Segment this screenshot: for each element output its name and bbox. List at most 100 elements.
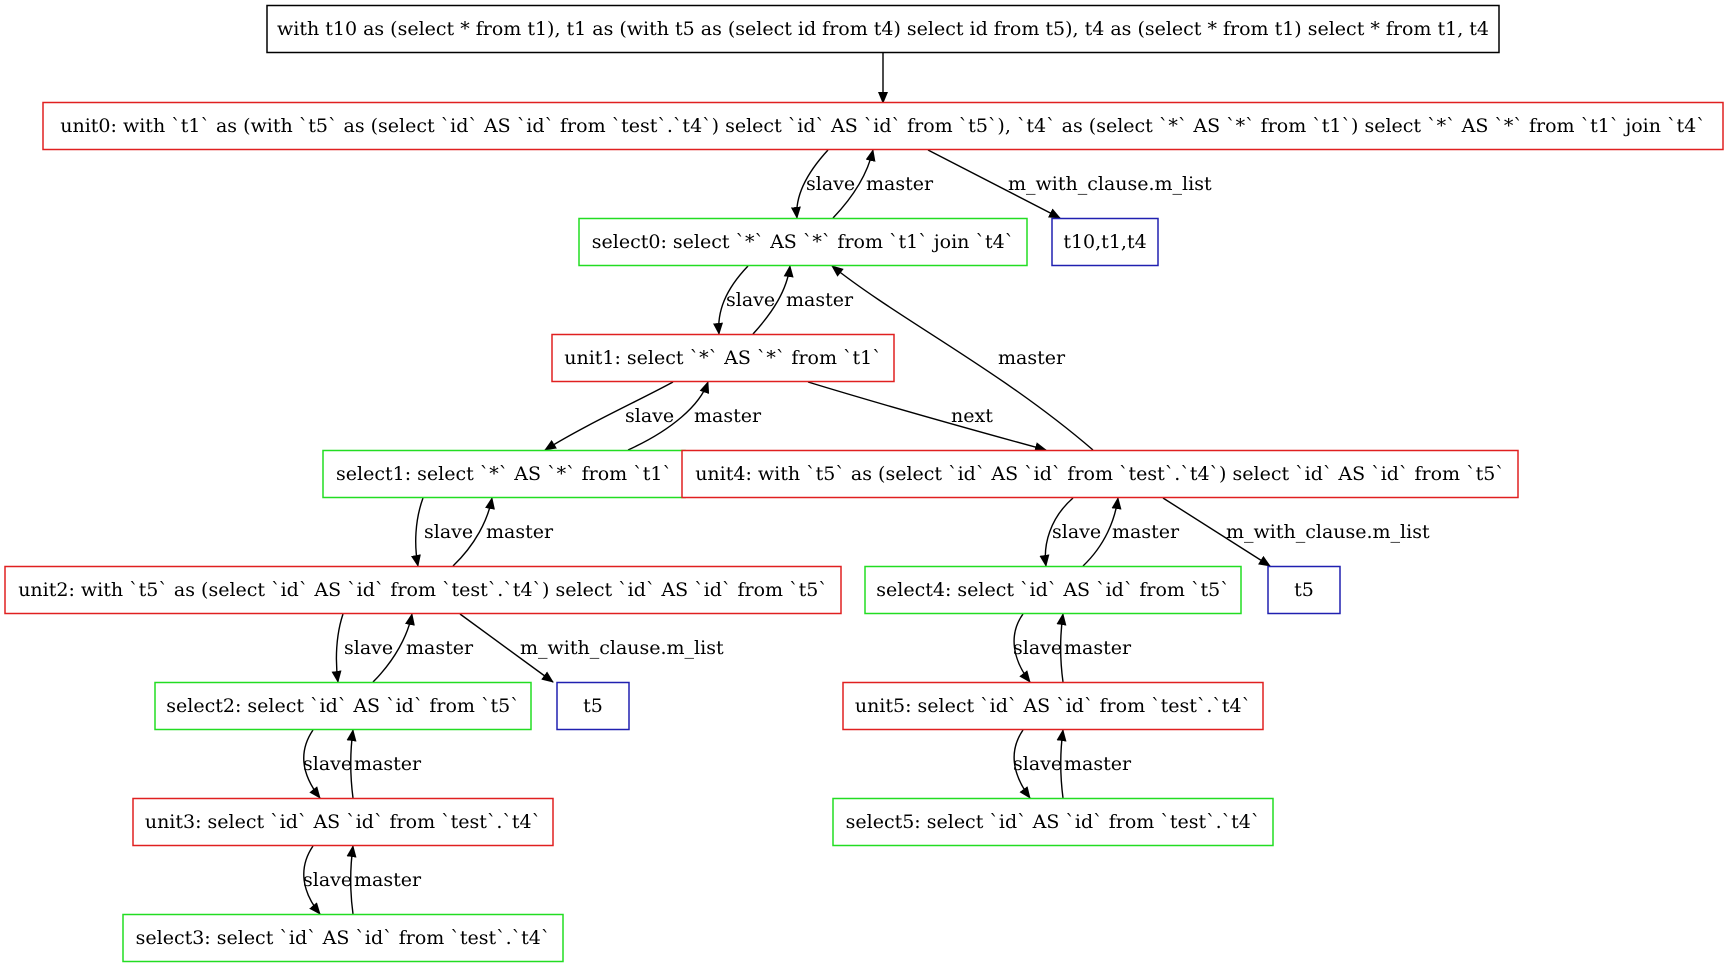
node-label-select2: select2: select `id` AS `id` from `t5` (166, 695, 519, 717)
edge-label-unit2-to-list2: m_with_clause.m_list (520, 637, 724, 659)
node-box-list4 (1267, 565, 1341, 615)
node-root: with t10 as (select * from t1), t1 as (w… (266, 4, 1500, 54)
edge-select3-to-unit3 (346, 845, 357, 915)
edge-label-select2-to-unit2: master (406, 637, 474, 659)
edge-label-unit1-to-unit4: next (951, 405, 993, 427)
edge-label-select0-to-unit0: master (866, 173, 934, 195)
edge-label-unit3-to-select2: master (354, 753, 422, 775)
node-unit5: unit5: select `id` AS `id` from `test`.`… (842, 681, 1264, 731)
node-box-select1 (322, 449, 686, 499)
node-unit0: unit0: with `t1` as (with `t5` as (selec… (42, 101, 1724, 151)
edge-label-select1-to-unit1: master (694, 405, 762, 427)
edge-label-unit2-to-select2: slave (344, 637, 393, 659)
node-list4: t5 (1267, 565, 1341, 615)
node-box-select0 (578, 217, 1028, 267)
node-box-unit4 (681, 449, 1519, 499)
edge-select1-to-unit2 (411, 497, 424, 567)
edge-unit2-to-select1 (452, 497, 495, 567)
node-box-root (266, 4, 1500, 54)
node-label-list2: t5 (583, 695, 603, 717)
node-box-select5 (832, 797, 1274, 847)
node-label-unit3: unit3: select `id` AS `id` from `test`.`… (145, 811, 541, 833)
edge-label-unit4-to-select4: slave (1052, 521, 1101, 543)
node-label-unit1: unit1: select `*` AS `*` from `t1` (564, 347, 882, 369)
edge-unit4-to-select0 (831, 265, 1094, 451)
node-label-select3: select3: select `id` AS `id` from `test`… (136, 927, 551, 949)
node-box-unit5 (842, 681, 1264, 731)
edge-select0-to-unit0 (832, 149, 876, 219)
edge-unit4-to-select4 (1039, 497, 1074, 567)
node-box-select3 (122, 913, 564, 963)
node-label-select0: select0: select `*` AS `*` from `t1` joi… (592, 231, 1014, 253)
edge-label-unit1-to-select1: slave (625, 405, 674, 427)
node-box-unit3 (132, 797, 554, 847)
edge-label-unit0-to-list0: m_with_clause.m_list (1008, 173, 1212, 195)
edge-label-select4-to-unit5: slave (1013, 637, 1062, 659)
edge-unit0-to-list0 (927, 149, 1061, 219)
edge-label-select2-to-unit3: slave (303, 753, 352, 775)
node-label-list0: t10,t1,t4 (1063, 231, 1146, 253)
edge-label-select0-to-unit1: slave (726, 289, 775, 311)
edge-label-unit3-to-select3: slave (303, 869, 352, 891)
nodes-layer: with t10 as (select * from t1), t1 as (w… (4, 4, 1724, 963)
edge-label-unit4-to-select0: master (998, 347, 1066, 369)
node-label-list4: t5 (1294, 579, 1314, 601)
node-list2: t5 (556, 681, 630, 731)
node-list0: t10,t1,t4 (1051, 217, 1159, 267)
node-box-unit1 (551, 333, 895, 383)
edge-label-unit5-to-select4: master (1064, 637, 1132, 659)
edge-unit2-to-select2 (331, 613, 344, 683)
node-label-select4: select4: select `id` AS `id` from `t5` (876, 579, 1229, 601)
node-label-unit5: unit5: select `id` AS `id` from `test`.`… (855, 695, 1251, 717)
edge-label-unit4-to-list4: m_with_clause.m_list (1226, 521, 1430, 543)
edge-unit1-to-select0 (752, 265, 794, 335)
node-label-root: with t10 as (select * from t1), t1 as (w… (277, 18, 1489, 40)
edge-unit5-to-select5 (1013, 729, 1031, 799)
edge-label-select5-to-unit5: master (1064, 753, 1132, 775)
edge-select1-to-unit1 (627, 381, 710, 451)
edge-select2-to-unit2 (372, 613, 415, 683)
edge-label-select4-to-unit4: master (1112, 521, 1180, 543)
edge-label-select3-to-unit3: master (354, 869, 422, 891)
node-label-unit4: unit4: with `t5` as (select `id` AS `id`… (695, 463, 1505, 485)
node-select5: select5: select `id` AS `id` from `test`… (832, 797, 1274, 847)
node-box-unit0 (42, 101, 1724, 151)
node-unit2: unit2: with `t5` as (select `id` AS `id`… (4, 565, 842, 615)
node-label-unit2: unit2: with `t5` as (select `id` AS `id`… (18, 579, 828, 601)
edge-label-unit1-to-select0: master (786, 289, 854, 311)
edge-select2-to-unit3 (303, 729, 321, 799)
edge-label-unit2-to-select1: master (486, 521, 554, 543)
edge-unit0-to-select0 (790, 149, 829, 219)
node-box-unit2 (4, 565, 842, 615)
edge-unit3-to-select3 (303, 845, 321, 915)
node-select1: select1: select `*` AS `*` from `t1` (322, 449, 686, 499)
edge-select4-to-unit4 (1082, 497, 1122, 567)
node-select0: select0: select `*` AS `*` from `t1` joi… (578, 217, 1028, 267)
node-select4: select4: select `id` AS `id` from `t5` (864, 565, 1242, 615)
edge-unit1-to-unit4 (807, 381, 1047, 452)
node-unit4: unit4: with `t5` as (select `id` AS `id`… (681, 449, 1519, 499)
node-box-list2 (556, 681, 630, 731)
edge-label-unit0-to-select0: slave (806, 173, 855, 195)
node-label-select5: select5: select `id` AS `id` from `test`… (846, 811, 1261, 833)
node-unit3: unit3: select `id` AS `id` from `test`.`… (132, 797, 554, 847)
node-label-select1: select1: select `*` AS `*` from `t1` (336, 463, 672, 485)
edge-unit5-to-select4 (1056, 613, 1067, 683)
edge-unit4-to-list4 (1162, 497, 1271, 567)
edge-select0-to-unit1 (713, 265, 749, 335)
edge-select4-to-unit5 (1013, 613, 1031, 683)
edge-label-unit5-to-select5: slave (1013, 753, 1062, 775)
node-box-list0 (1051, 217, 1159, 267)
node-label-unit0: unit0: with `t1` as (with `t5` as (selec… (60, 115, 1706, 137)
edge-label-select1-to-unit2: slave (424, 521, 473, 543)
edge-unit3-to-select2 (346, 729, 357, 799)
edge-unit2-to-list2 (459, 613, 554, 683)
edge-select5-to-unit5 (1056, 729, 1067, 799)
edge-unit1-to-select1 (544, 381, 674, 451)
node-select3: select3: select `id` AS `id` from `test`… (122, 913, 564, 963)
node-box-select4 (864, 565, 1242, 615)
node-box-select2 (154, 681, 532, 731)
node-select2: select2: select `id` AS `id` from `t5` (154, 681, 532, 731)
